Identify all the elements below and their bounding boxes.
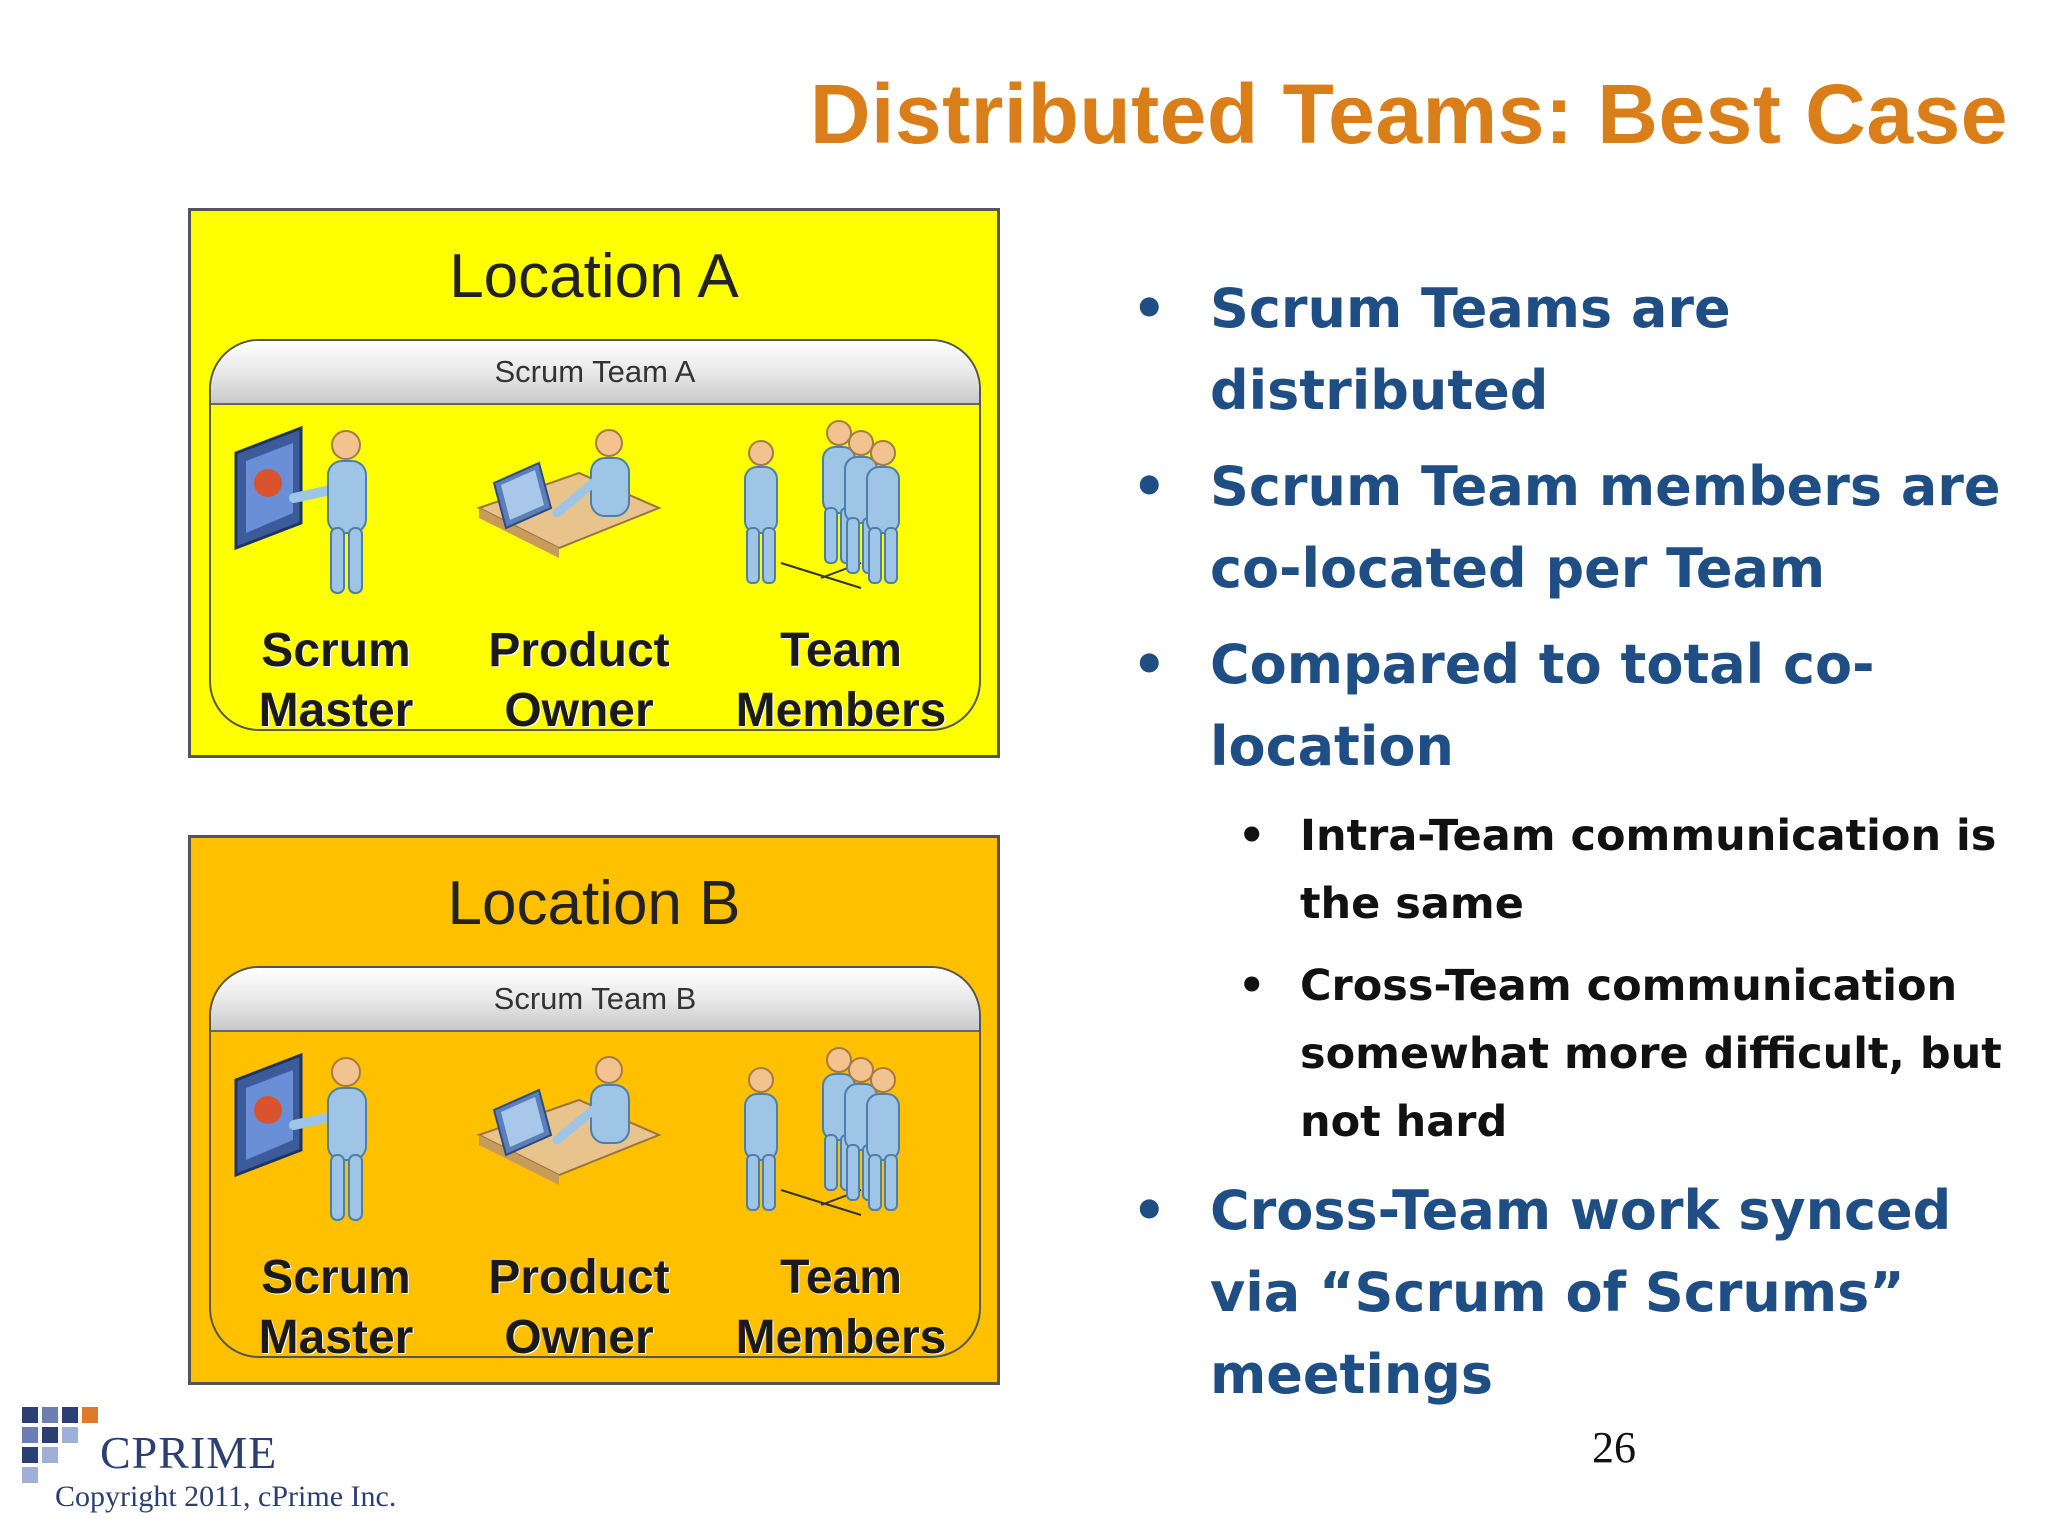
presenter-icon: [234, 1052, 367, 1221]
page-number: 26: [1592, 1423, 1636, 1472]
bullet-text: Scrum Teams are distributed: [1210, 277, 1731, 422]
logo-wordmark: CPRIME: [100, 1427, 278, 1478]
location-b-panel: Location B Scrum Team B Scrum Master: [188, 835, 1000, 1385]
desk-worker-icon: [476, 1056, 662, 1185]
bullet-item: • Scrum Team members are co-located per …: [1130, 446, 2010, 610]
role-label: Product Owner: [488, 624, 670, 731]
scrum-team-box: Scrum Team B Scrum Master: [209, 966, 981, 1358]
bullet-dot-icon: •: [1132, 455, 1167, 518]
location-a-panel: Location A Scrum Team A Scrum Master: [188, 208, 1000, 758]
sub-bullet-item: • Cross-Team communication somewhat more…: [1130, 952, 2010, 1156]
role-label: Team Members: [735, 1251, 947, 1358]
bullet-text: Cross-Team work synced via “Scrum of Scr…: [1210, 1179, 1952, 1406]
scrum-team-box: Scrum Team A Scrum Master: [209, 339, 981, 731]
team-members-icon: [744, 420, 900, 589]
cprime-logo-icon: [22, 1407, 98, 1483]
bullet-text: Intra-Team communication is the same: [1300, 811, 1997, 929]
bullet-item: • Cross-Team work synced via “Scrum of S…: [1130, 1170, 2010, 1416]
bullet-dot-icon: •: [1238, 811, 1266, 861]
role-team-members: Team Members: [721, 1040, 961, 1356]
role-label: Scrum Master: [258, 624, 414, 731]
bullet-list: • Scrum Teams are distributed • Scrum Te…: [1130, 268, 2010, 1430]
location-title: Location A: [449, 242, 739, 311]
bullet-item: • Scrum Teams are distributed: [1130, 268, 2010, 432]
role-team-members: Team Members: [721, 413, 961, 729]
bullet-dot-icon: •: [1132, 633, 1167, 696]
scrum-team-label: Scrum Team A: [211, 341, 979, 405]
scrum-team-label: Scrum Team B: [211, 968, 979, 1032]
bullet-item: • Compared to total co-location: [1130, 624, 2010, 788]
bullet-text: Cross-Team communication somewhat more d…: [1300, 961, 2002, 1147]
copyright-text: Copyright 2011, cPrime Inc.: [55, 1480, 397, 1513]
slide-title: Distributed Teams: Best Case: [809, 67, 2008, 161]
team-members-icon: [744, 1047, 900, 1216]
role-product-owner: Product Owner: [459, 413, 699, 729]
role-label: Scrum Master: [258, 1251, 414, 1358]
sub-bullet-item: • Intra-Team communication is the same: [1130, 802, 2010, 938]
bullet-text: Scrum Team members are co-located per Te…: [1210, 455, 2001, 600]
bullet-dot-icon: •: [1238, 961, 1266, 1011]
bullet-dot-icon: •: [1132, 277, 1167, 340]
bullet-text: Compared to total co-location: [1210, 633, 1875, 778]
role-label: Product Owner: [488, 1251, 670, 1358]
role-product-owner: Product Owner: [459, 1040, 699, 1356]
role-scrum-master: Scrum Master: [216, 413, 456, 729]
bullet-dot-icon: •: [1132, 1179, 1167, 1242]
role-label: Team Members: [735, 624, 947, 731]
role-scrum-master: Scrum Master: [216, 1040, 456, 1356]
presenter-icon: [234, 425, 367, 594]
desk-worker-icon: [476, 429, 662, 558]
location-title: Location B: [447, 869, 741, 938]
